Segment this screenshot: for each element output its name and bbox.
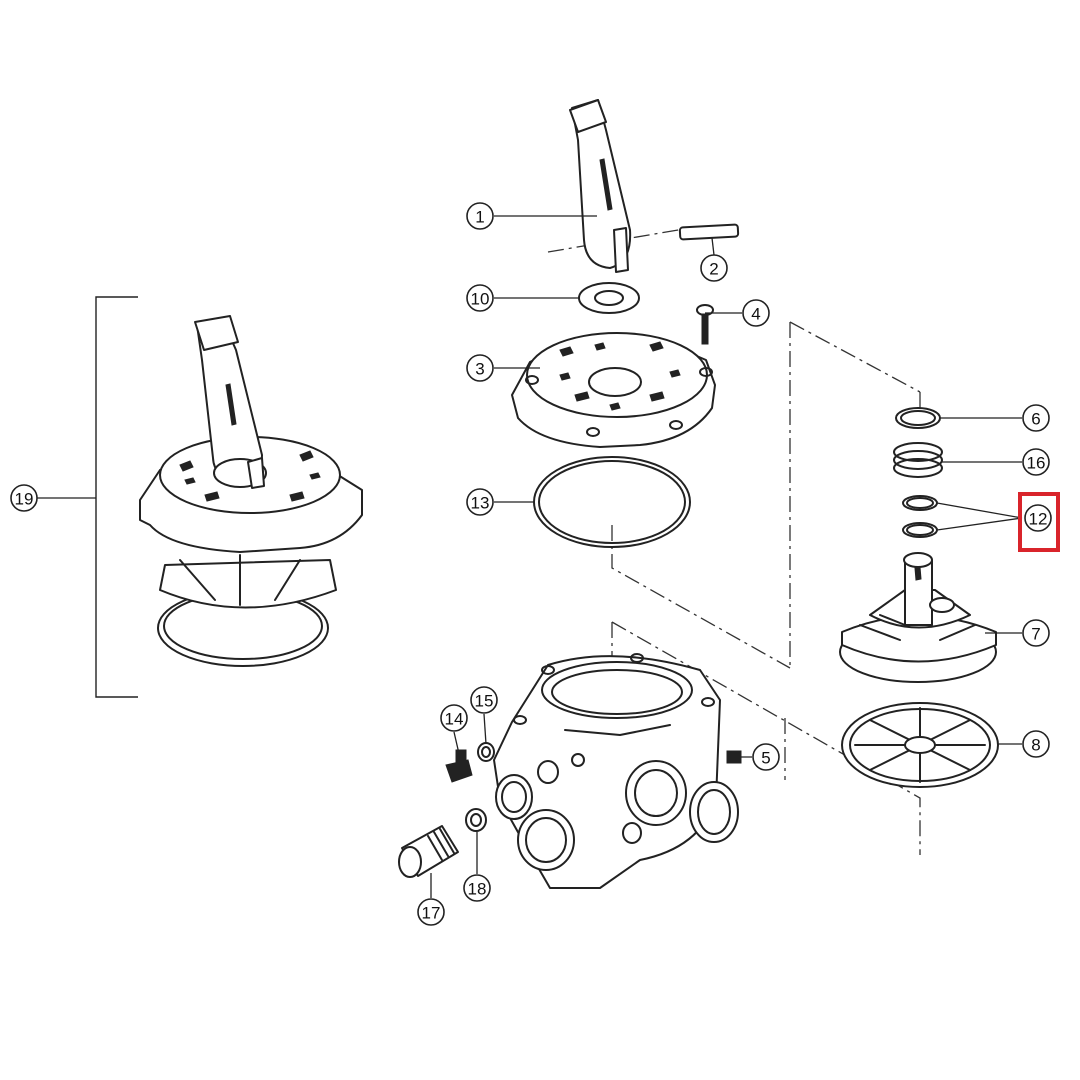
- svg-text:3: 3: [475, 360, 484, 379]
- svg-text:5: 5: [761, 749, 770, 768]
- svg-text:16: 16: [1027, 454, 1046, 473]
- valve-body: [493, 653, 739, 889]
- leader-lines: [430, 215, 1023, 898]
- svg-text:19: 19: [15, 490, 34, 509]
- assembly-guide-lines: [547, 227, 921, 855]
- washer: [578, 282, 640, 314]
- svg-text:12: 12: [1029, 510, 1048, 529]
- svg-text:13: 13: [471, 494, 490, 513]
- screw: [696, 304, 714, 345]
- gasket: [841, 702, 999, 788]
- callout-4: 4: [742, 299, 770, 327]
- callout-12: 12: [1024, 504, 1052, 532]
- handle: [569, 99, 632, 273]
- callout-15: 15: [470, 686, 498, 714]
- svg-text:8: 8: [1031, 736, 1040, 755]
- svg-text:6: 6: [1031, 410, 1040, 429]
- svg-text:15: 15: [475, 692, 494, 711]
- svg-text:1: 1: [475, 208, 484, 227]
- svg-text:14: 14: [445, 710, 464, 729]
- svg-text:7: 7: [1031, 625, 1040, 644]
- rotor: [839, 552, 997, 683]
- handle-pin: [678, 223, 740, 256]
- assembled-valve-top: [36, 296, 363, 698]
- callout-19: 19: [10, 484, 38, 512]
- callout-5: 5: [752, 743, 780, 771]
- callout-13: 13: [466, 488, 494, 516]
- callout-1: 1: [466, 202, 494, 230]
- callout-10: 10: [466, 284, 494, 312]
- stem-o-rings: [902, 495, 938, 538]
- nipple-washer: [465, 808, 487, 832]
- callout-8: 8: [1022, 730, 1050, 758]
- callout-14: 14: [440, 704, 468, 732]
- valve-cover: [511, 332, 716, 448]
- svg-text:2: 2: [709, 260, 718, 279]
- svg-text:10: 10: [471, 290, 490, 309]
- svg-text:18: 18: [468, 880, 487, 899]
- svg-text:4: 4: [751, 305, 760, 324]
- callout-18: 18: [463, 874, 491, 902]
- callout-17: 17: [417, 898, 445, 926]
- highlight-box: [1018, 492, 1060, 552]
- spring: [893, 442, 943, 478]
- callout-2: 2: [700, 254, 728, 282]
- threaded-nipple: [398, 825, 459, 878]
- svg-text:17: 17: [422, 904, 441, 923]
- shaft-o-ring: [895, 407, 941, 429]
- callout-6: 6: [1022, 404, 1050, 432]
- callout-3: 3: [466, 354, 494, 382]
- callout-7: 7: [1022, 619, 1050, 647]
- plug-washer: [477, 742, 495, 762]
- drain-plug: [445, 749, 473, 783]
- callout-16: 16: [1022, 448, 1050, 476]
